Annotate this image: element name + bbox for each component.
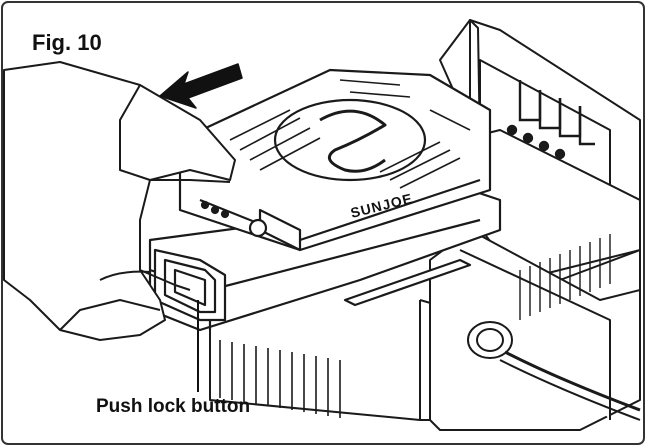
figure-label: Fig. 10 (32, 30, 102, 55)
battery-pack (148, 68, 502, 332)
hand (3, 61, 236, 341)
charger-base (209, 19, 641, 431)
charger-terminals (506, 80, 595, 160)
arrow-left-icon (159, 63, 243, 109)
callout-push-lock-button: Push lock button (96, 396, 251, 417)
